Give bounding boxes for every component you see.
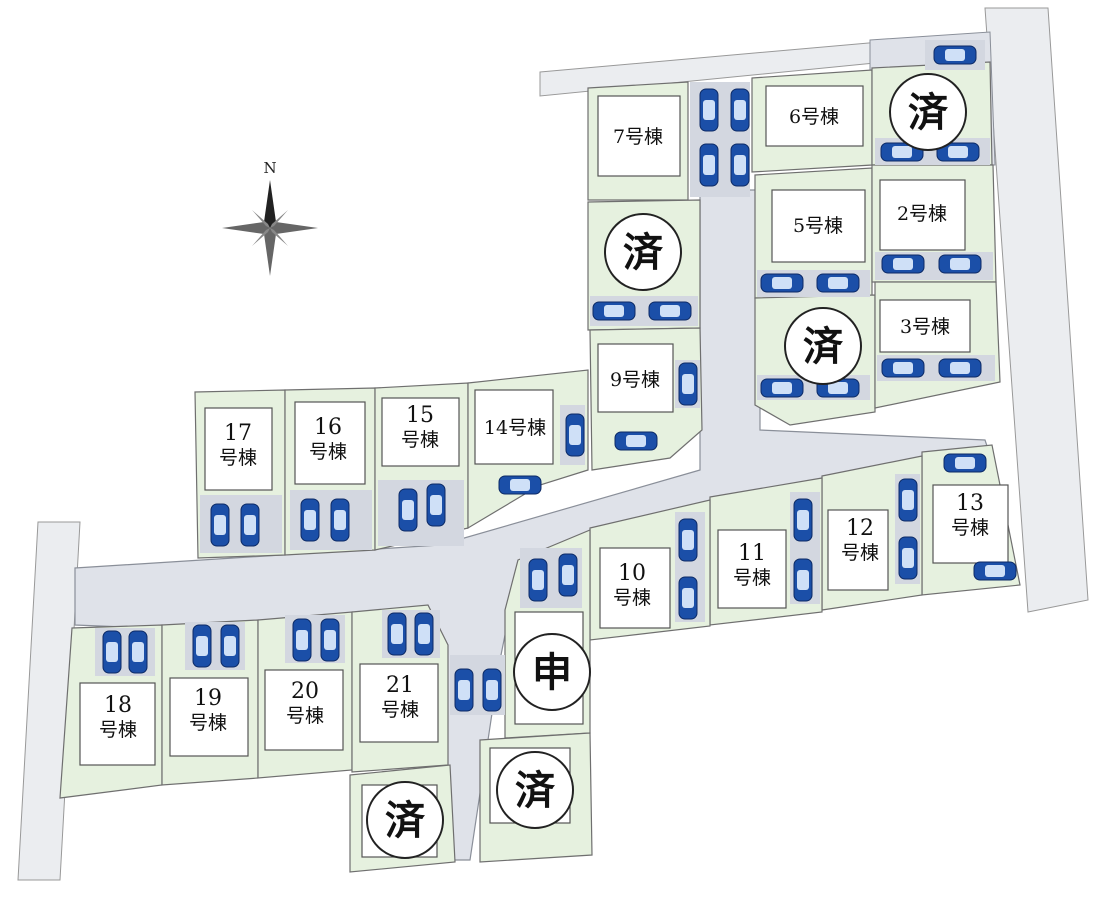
lot-6-label: 6号棟 <box>789 106 839 128</box>
lot-10-label-suffix: 号棟 <box>613 587 651 609</box>
parked-car-17 <box>938 358 982 378</box>
compass-north-label: N <box>263 159 276 177</box>
lot-15-label-suffix: 号棟 <box>401 429 439 451</box>
parked-car-22 <box>210 503 230 547</box>
parked-car-46 <box>454 668 474 712</box>
parked-car-27 <box>426 483 446 527</box>
parked-car-40 <box>192 624 212 668</box>
lot-12-label-suffix: 号棟 <box>841 542 879 564</box>
lot-7-label: 7号棟 <box>613 126 663 148</box>
lot-19-label: 19 <box>194 686 222 711</box>
lot-18-label: 18 <box>104 693 132 718</box>
lot-23-status-badge: 済 <box>515 767 556 814</box>
lot-11-label-suffix: 号棟 <box>733 567 771 589</box>
parked-car-18 <box>678 362 698 406</box>
lot-15-label: 15 <box>406 403 434 428</box>
lot-16-label: 16 <box>314 415 342 440</box>
parked-cars <box>102 45 1017 712</box>
parked-car-32 <box>793 498 813 542</box>
parked-car-24 <box>300 498 320 542</box>
lot-10-label: 10 <box>618 561 646 586</box>
parked-car-41 <box>220 624 240 668</box>
parked-car-8 <box>881 254 925 274</box>
lot-8-badge-circle <box>604 213 682 291</box>
lot-12-label: 12 <box>846 516 874 541</box>
parked-car-23 <box>240 503 260 547</box>
parked-car-16 <box>881 358 925 378</box>
lot-1-status-badge: 済 <box>908 89 949 136</box>
compass-rose: N <box>222 159 318 276</box>
parked-car-44 <box>387 612 407 656</box>
lot-5-label: 5号棟 <box>793 215 843 237</box>
parked-car-26 <box>398 488 418 532</box>
lot-24-status-badge: 済 <box>385 797 426 844</box>
lot-17-label-suffix: 号棟 <box>219 447 257 469</box>
lot-23-badge-circle <box>496 751 574 829</box>
lot-9-label: 9号棟 <box>610 369 660 391</box>
lot-22-status-badge: 申 <box>532 649 572 696</box>
parked-car-14 <box>760 378 804 398</box>
parked-car-10 <box>760 273 804 293</box>
parked-car-2 <box>730 88 750 132</box>
parked-car-34 <box>678 518 698 562</box>
lot-21-label-suffix: 号棟 <box>381 699 419 721</box>
parked-car-30 <box>943 453 987 473</box>
parked-car-12 <box>592 301 636 321</box>
parked-car-4 <box>730 143 750 187</box>
parked-car-47 <box>482 668 502 712</box>
parked-car-38 <box>102 630 122 674</box>
parked-car-43 <box>320 618 340 662</box>
parked-car-36 <box>528 558 548 602</box>
lot-17-label: 17 <box>224 421 252 446</box>
parked-car-33 <box>793 558 813 602</box>
lot-4-status-badge: 済 <box>803 323 844 370</box>
parked-car-7 <box>936 142 980 162</box>
lot-20-label: 20 <box>291 679 319 704</box>
lot-1-badge-circle <box>889 73 967 151</box>
parked-car-31 <box>973 561 1017 581</box>
lot-14-label: 14号棟 <box>484 417 546 439</box>
parked-car-20 <box>565 413 585 457</box>
lot-3-label: 3号棟 <box>900 316 950 338</box>
parked-car-35 <box>678 576 698 620</box>
parked-car-9 <box>938 254 982 274</box>
lot-13-label: 13 <box>956 491 984 516</box>
lot-4-badge-circle <box>784 307 862 385</box>
lot-11-label: 11 <box>738 541 766 566</box>
parked-car-13 <box>648 301 692 321</box>
lot-8-status-badge: 済 <box>623 229 664 276</box>
lot-16-label-suffix: 号棟 <box>309 441 347 463</box>
lot-20-label-suffix: 号棟 <box>286 705 324 727</box>
lot-2-label: 2号棟 <box>897 203 947 225</box>
parked-car-11 <box>816 273 860 293</box>
parked-car-37 <box>558 553 578 597</box>
parked-car-28 <box>898 478 918 522</box>
parked-car-5 <box>933 45 977 65</box>
lot-19-label-suffix: 号棟 <box>189 712 227 734</box>
parked-car-21 <box>498 475 542 495</box>
parked-car-42 <box>292 618 312 662</box>
parked-car-3 <box>699 143 719 187</box>
parked-car-25 <box>330 498 350 542</box>
parked-car-1 <box>699 88 719 132</box>
parked-car-45 <box>414 612 434 656</box>
parked-car-29 <box>898 536 918 580</box>
parked-car-19 <box>614 431 658 451</box>
parked-car-39 <box>128 630 148 674</box>
lot-22-badge-circle <box>513 633 591 711</box>
lot-21-label: 21 <box>386 673 414 698</box>
lot-24-badge-circle <box>366 781 444 859</box>
lot-18-label-suffix: 号棟 <box>99 719 137 741</box>
lot-13-label-suffix: 号棟 <box>951 517 989 539</box>
